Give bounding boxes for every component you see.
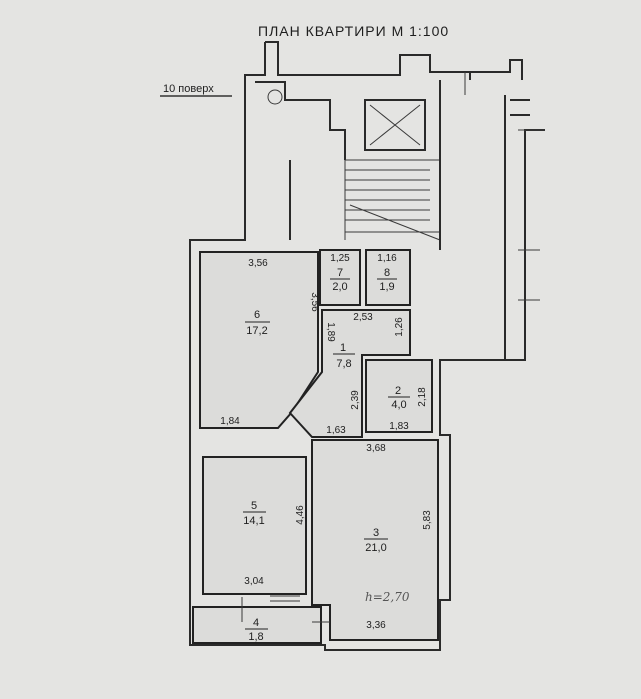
room-area: 14,1 bbox=[243, 515, 264, 527]
building-core bbox=[189, 41, 545, 651]
plan-title: ПЛАН КВАРТИРИ М 1:100 bbox=[258, 23, 449, 39]
dimension: 3,56 bbox=[309, 292, 320, 312]
dimension: 1,89 bbox=[325, 322, 336, 342]
dimension: 3,68 bbox=[366, 443, 386, 454]
dimension-labels: 3,56 3,56 1,84 1,25 1,16 2,53 1,89 1,26 … bbox=[220, 253, 433, 631]
room-2 bbox=[365, 359, 433, 433]
room-number: 4 bbox=[253, 617, 259, 629]
elevator-shaft bbox=[364, 99, 426, 151]
room-area: 17,2 bbox=[246, 325, 267, 337]
dimension: 1,25 bbox=[330, 253, 350, 264]
room-number: 7 bbox=[337, 267, 343, 279]
room-number: 6 bbox=[254, 309, 260, 321]
floor-label: 10 поверх bbox=[163, 83, 214, 95]
dimension: 3,36 bbox=[366, 620, 386, 631]
staircase bbox=[344, 159, 441, 241]
room-area: 1,8 bbox=[248, 631, 263, 643]
room-number: 5 bbox=[251, 500, 257, 512]
dimension: 4,46 bbox=[295, 505, 306, 525]
ceiling-height-note: h=2,70 bbox=[365, 590, 410, 604]
room-number: 3 bbox=[373, 527, 379, 539]
dimension: 1,26 bbox=[394, 317, 405, 337]
dimension: 5,83 bbox=[422, 510, 433, 530]
room-8 bbox=[365, 249, 411, 306]
dimension: 2,39 bbox=[350, 390, 361, 410]
room-4-balcony bbox=[192, 606, 322, 644]
dimension: 3,56 bbox=[248, 258, 268, 269]
room-labels: 6 17,2 7 2,0 8 1,9 1 7,8 2 4,0 5 14,1 3 … bbox=[243, 267, 410, 643]
room-number: 1 bbox=[340, 342, 346, 354]
room-number: 2 bbox=[395, 385, 401, 397]
room-number: 8 bbox=[384, 267, 390, 279]
dimension: 1,84 bbox=[220, 416, 240, 427]
room-area: 4,0 bbox=[391, 399, 406, 411]
room-area: 1,9 bbox=[379, 281, 394, 293]
room-area: 2,0 bbox=[332, 281, 347, 293]
dimension: 1,16 bbox=[377, 253, 397, 264]
room-3 bbox=[311, 439, 439, 641]
dimension: 1,63 bbox=[326, 425, 346, 436]
dimension: 2,18 bbox=[417, 387, 428, 407]
room-5 bbox=[202, 456, 307, 595]
dimension: 1,83 bbox=[389, 421, 409, 432]
dimension: 2,53 bbox=[353, 312, 373, 323]
room-1 bbox=[288, 309, 411, 438]
room-area: 21,0 bbox=[365, 542, 386, 554]
room-area: 7,8 bbox=[336, 358, 351, 370]
room-7 bbox=[319, 249, 361, 306]
dimension: 3,04 bbox=[244, 576, 264, 587]
